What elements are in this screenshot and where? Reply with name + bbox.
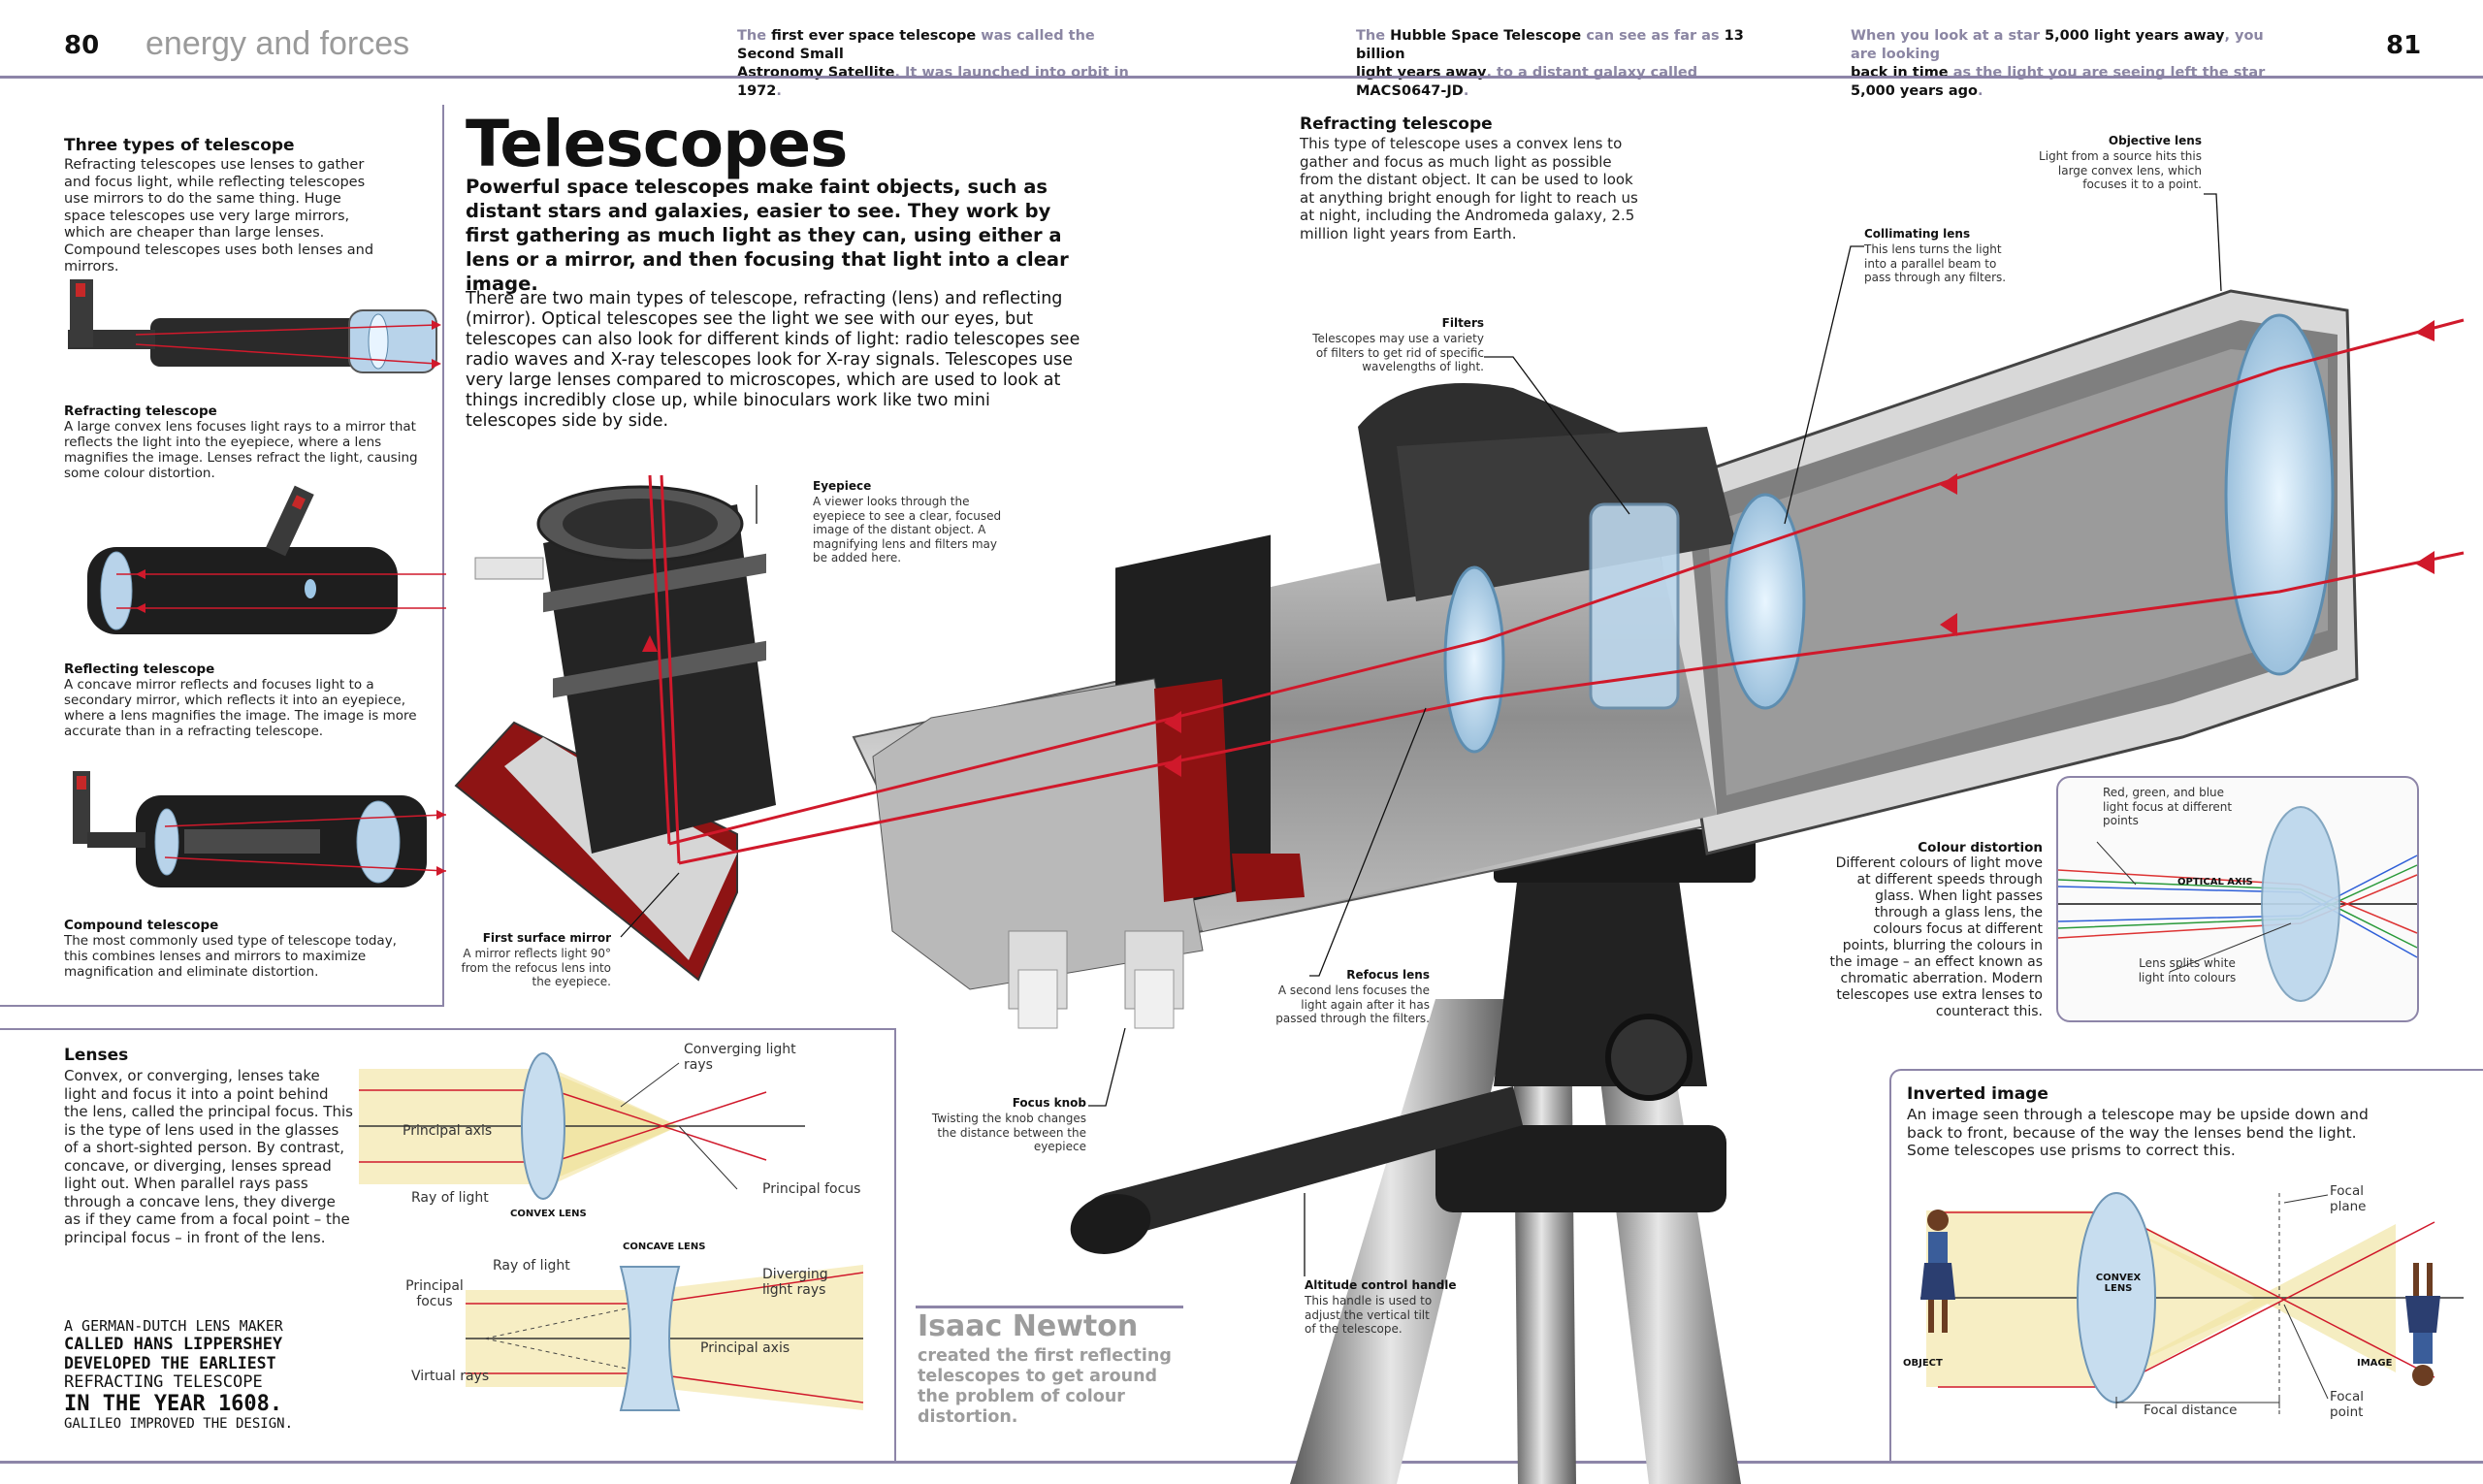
mini-reflecting-illustration [87, 485, 446, 634]
diverging-rays-label: Diverging light rays [762, 1267, 828, 1298]
colour-distortion-title: Colour distortion [1918, 840, 2043, 855]
refracting-item-text: A large convex lens focuses light rays t… [64, 419, 418, 481]
inverted-image-diagram [1920, 1192, 2464, 1416]
types-box-text: Refracting telescopes use lenses to gath… [64, 157, 374, 274]
types-box-title: Three types of telescope [64, 136, 295, 155]
newton-text: created the first reflecting telescopes … [918, 1346, 1172, 1427]
label-filters-text: Telescopes may use a variety of filters … [1312, 332, 1484, 373]
image-figure [2405, 1263, 2440, 1386]
colour-box-rgb-label: Red, green, and blue light focus at diff… [2103, 786, 2233, 827]
compound-item-text: The most commonly used type of telescope… [64, 933, 397, 980]
object-figure [1920, 1210, 1955, 1333]
filter-shape [1589, 502, 1680, 710]
label-eyepiece-title: Eyepiece [813, 479, 872, 493]
label-knob-title: Focus knob [1012, 1096, 1086, 1110]
label-mirror-text: A mirror reflects light 90° from the ref… [461, 947, 611, 988]
label-mirror-title: First surface mirror [482, 931, 611, 945]
label-collimating-title: Collimating lens [1864, 227, 1971, 241]
convex-lens-caption: CONVEX LENS [510, 1209, 587, 1219]
refracting-text: This type of telescope uses a convex len… [1300, 135, 1638, 242]
footer-rule [0, 1461, 2483, 1464]
optical-axis-label: OPTICAL AXIS [2177, 877, 2253, 887]
object-label: OBJECT [1903, 1358, 1943, 1369]
inverted-text: An image seen through a telescope may be… [1907, 1106, 2369, 1159]
mini-refracting-illustration [68, 279, 441, 373]
refracting-title: Refracting telescope [1300, 114, 1493, 134]
concave-ray-label: Ray of light [493, 1258, 570, 1274]
mini-compound-illustration [73, 771, 447, 887]
virtual-rays-label: Virtual rays [411, 1369, 490, 1384]
objective-lens-shape [2224, 313, 2335, 676]
lenses-box [0, 1028, 896, 1463]
focal-point-label: Focal point [2330, 1389, 2364, 1420]
section-name: energy and forces [145, 25, 410, 62]
label-filters-title: Filters [1441, 316, 1484, 330]
colour-box-splits-label: Lens splits white light into colours [2138, 956, 2237, 984]
refocus-lens-shape [1443, 565, 1505, 754]
lippershey-fact: A GERMAN-DUTCH LENS MAKER CALLED HANS LI… [64, 1317, 294, 1432]
label-objective-text: Light from a source hits this large conv… [2039, 149, 2202, 191]
concave-lens-diagram [466, 1265, 864, 1411]
reflecting-item-text: A concave mirror reflects and focuses li… [64, 677, 417, 739]
page-header [0, 0, 2483, 76]
focal-distance-label: Focal distance [2144, 1403, 2238, 1418]
convex-lens-label: CONVEX LENS [2095, 1273, 2142, 1294]
label-eyepiece-text: A viewer looks through the eyepiece to s… [813, 495, 1002, 565]
compound-item-title: Compound telescope [64, 918, 219, 933]
label-knob-text: Twisting the knob changes the distance b… [931, 1112, 1086, 1153]
page-number-right: 81 [2386, 31, 2422, 60]
leader-lines [620, 193, 2222, 1276]
converging-rays-label: Converging light rays [684, 1042, 796, 1073]
principal-axis-label: Principal axis [403, 1123, 493, 1139]
newton-rule [916, 1306, 1183, 1308]
title-divider [442, 105, 444, 454]
focal-plane-label: Focal plane [2330, 1183, 2367, 1214]
chromatic-diagram [2057, 806, 2418, 1002]
image-label: IMAGE [2357, 1358, 2393, 1369]
refracting-item-title: Refracting telescope [64, 403, 217, 419]
inverted-image-box [1889, 1069, 2483, 1463]
light-rays [648, 318, 2465, 865]
lenses-title: Lenses [64, 1046, 129, 1065]
principal-focus-label: Principal focus [762, 1181, 861, 1197]
label-refocus-title: Refocus lens [1346, 968, 1430, 982]
collimating-lens-shape [1725, 493, 1806, 710]
tripod [1290, 829, 1756, 1484]
label-refocus-text: A second lens focuses the light again af… [1275, 984, 1430, 1025]
label-altitude-text: This handle is used to adjust the vertic… [1305, 1294, 1433, 1336]
ray-of-light-label: Ray of light [411, 1190, 489, 1206]
concave-lens-caption: CONCAVE LENS [623, 1242, 706, 1252]
lenses-text: Convex, or converging, lenses take light… [64, 1067, 353, 1246]
reflecting-item-title: Reflecting telescope [64, 661, 215, 677]
header-rule [0, 76, 2483, 79]
newton-name: Isaac Newton [918, 1309, 1139, 1343]
intro-text: Powerful space telescopes make faint obj… [466, 176, 1069, 295]
concave-principal-axis-label: Principal axis [700, 1340, 790, 1356]
concave-principal-focus-label: Principal focus [405, 1278, 464, 1309]
telescope-types-box [0, 114, 444, 1007]
colour-distortion-text: Different colours of light move at diffe… [1829, 855, 2043, 1019]
label-collimating-text: This lens turns the light into a paralle… [1864, 242, 2007, 284]
body-text: There are two main types of telescope, r… [466, 289, 1080, 431]
focus-knob-shape [1008, 930, 1184, 1029]
page-number-left: 80 [64, 31, 100, 60]
altitude-handle [1083, 1086, 1523, 1241]
page-title: Telescopes [466, 107, 848, 181]
label-objective-title: Objective lens [2108, 134, 2202, 147]
red-accent-shape [1154, 679, 1232, 902]
label-altitude-title: Altitude control handle [1305, 1278, 1457, 1292]
inverted-title: Inverted image [1907, 1084, 2048, 1104]
convex-lens-diagram [359, 1052, 805, 1200]
